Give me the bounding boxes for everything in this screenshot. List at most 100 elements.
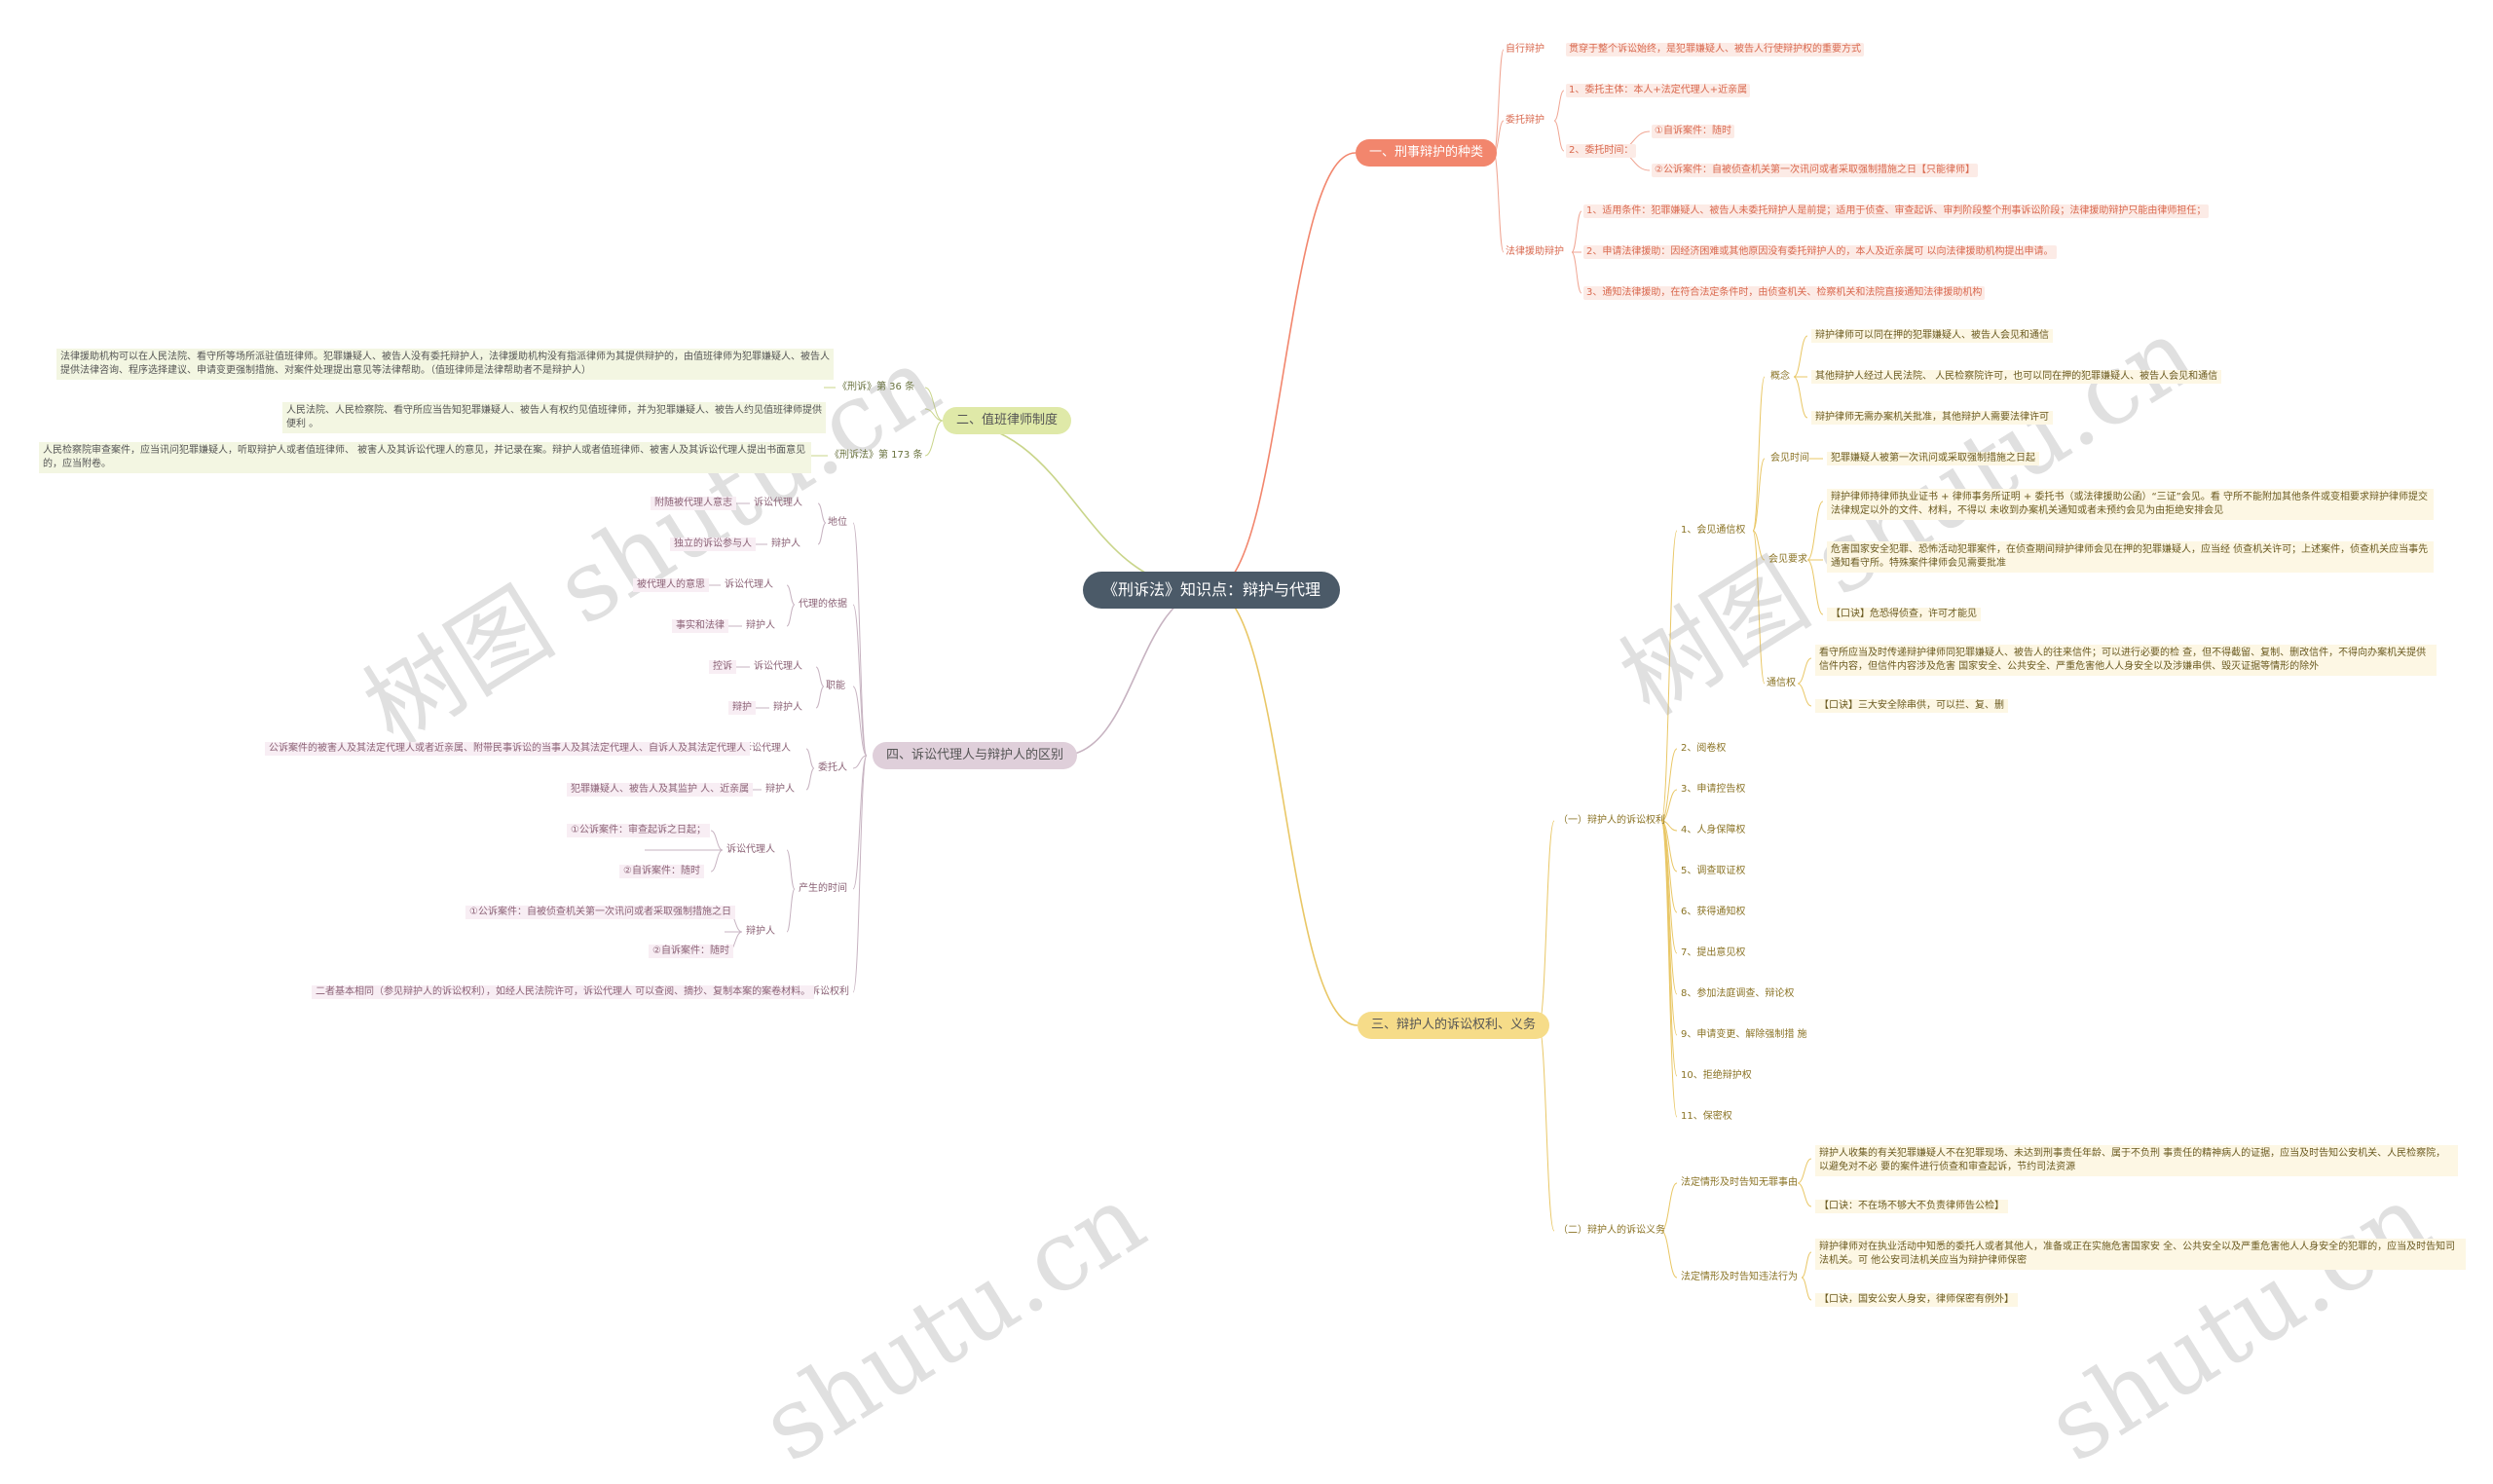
node-basis-defender[interactable]: 辩护人	[746, 620, 775, 631]
node-meeting-requirements[interactable]: 会见要求	[1768, 554, 1807, 565]
connector	[1660, 820, 1678, 832]
connector	[817, 522, 827, 545]
node-duty-2[interactable]: 法定情形及时告知违法行为	[1681, 1272, 1798, 1282]
node-position-agent[interactable]: 诉讼代理人	[754, 498, 802, 508]
node-time[interactable]: 产生的时间	[799, 883, 847, 894]
node-function-defender[interactable]: 辩护人	[773, 702, 802, 713]
node-concept-1[interactable]: 辩护律师可以同在押的犯罪嫌疑人、被告人会见和通信	[1811, 329, 2053, 343]
node-right-5[interactable]: 5、调查取证权	[1681, 866, 1746, 876]
node-time-agent-public[interactable]: ①公诉案件：审查起诉之日起；	[567, 824, 710, 837]
branch-defender-rights-duties[interactable]: 三、辩护人的诉讼权利、义务	[1358, 1012, 1550, 1039]
node-client[interactable]: 委托人	[818, 762, 847, 773]
node-litigation-rights[interactable]: 诉讼权利	[810, 986, 849, 997]
node-time-defender[interactable]: 辩护人	[746, 926, 775, 937]
connector	[1538, 820, 1555, 1026]
node-self-defense[interactable]: 自行辩护	[1506, 44, 1544, 55]
node-meeting-req-1[interactable]: 辩护律师持律师执业证书 + 律师事务所证明 + 委托书（或法律援助公函）“三证”…	[1827, 489, 2434, 520]
node-entrusted-defense[interactable]: 委托辩护	[1506, 115, 1544, 126]
node-entrusted-time[interactable]: 2、委托时间：	[1566, 144, 1637, 158]
node-art-173[interactable]: 《刑诉法》第 173 条	[830, 450, 923, 461]
node-entrusted-time-private[interactable]: ①自诉案件：随时	[1652, 125, 1734, 138]
connector	[1797, 657, 1812, 685]
node-duty-2-mnemonic[interactable]: 【口诀，国安公安人身安，律师保密有例外】	[1815, 1293, 2018, 1307]
root-topic[interactable]: 《刑诉法》知识点：辩护与代理	[1083, 572, 1340, 609]
connector	[852, 755, 868, 890]
node-self-defense-desc[interactable]: 贯穿于整个诉讼始终，是犯罪嫌疑人、被告人行使辩护权的重要方式	[1566, 43, 1864, 56]
node-function-agent[interactable]: 诉讼代理人	[754, 661, 802, 672]
node-art-36[interactable]: 《刑诉》第 36 条	[837, 382, 915, 392]
node-client-defender-val[interactable]: 犯罪嫌疑人、被告人及其监护 人、近亲属	[567, 783, 754, 797]
node-meeting-req-3[interactable]: 【口诀】危恐得侦查，许可才能见	[1827, 608, 1981, 621]
node-time-agent[interactable]: 诉讼代理人	[726, 844, 775, 855]
node-duty-1-text[interactable]: 辩护人收集的有关犯罪嫌疑人不在犯罪现场、未达到刑事责任年龄、属于不负刑 事责任的…	[1815, 1145, 2458, 1176]
connector	[852, 604, 868, 757]
connector	[924, 387, 944, 422]
connector	[1210, 589, 1358, 1026]
node-duty-lawyer-notice[interactable]: 人民法院、人民检察院、看守所应当告知犯罪嫌疑人、被告人有权约见值班律师，并为犯罪…	[282, 402, 826, 433]
node-duties[interactable]: （二）辩护人的诉讼义务	[1558, 1225, 1665, 1236]
connector	[786, 888, 796, 933]
node-concept-2[interactable]: 其他辩护人经过人民法院、 人民检察院许可，也可以同在押的犯罪嫌疑人、被告人会见和…	[1811, 370, 2222, 384]
node-art-36-text[interactable]: 法律援助机构可以在人民法院、看守所等场所派驻值班律师。犯罪嫌疑人、被告人没有委托…	[56, 349, 834, 380]
node-duty-1[interactable]: 法定情形及时告知无罪事由	[1681, 1177, 1798, 1188]
node-right-10[interactable]: 10、拒绝辩护权	[1681, 1070, 1752, 1081]
node-right-3[interactable]: 3、申请控告权	[1681, 784, 1746, 795]
node-duty-2-text[interactable]: 辩护律师对在执业活动中知悉的委托人或者其他人，准备或正在实施危害国家安 全、公共…	[1815, 1239, 2466, 1270]
connector	[786, 584, 796, 606]
node-basis[interactable]: 代理的依据	[799, 599, 847, 610]
node-time-defender-private[interactable]: ②自诉案件：随时	[649, 945, 733, 958]
node-meeting-req-2[interactable]: 危害国家安全犯罪、恐怖活动犯罪案件，在侦查期间辩护律师会见在押的犯罪嫌疑人，应当…	[1827, 541, 2434, 573]
node-communication-2[interactable]: 【口诀】三大安全除串供，可以拦、复、删	[1815, 699, 2008, 713]
node-entrusted-time-public[interactable]: ②公诉案件：自被侦查机关第一次讯问或者采取强制措施之日【只能律师】	[1652, 164, 1978, 177]
node-art-173-text[interactable]: 人民检察院审查案件，应当讯问犯罪嫌疑人，听取辩护人或者值班律师、 被害人及其诉讼…	[39, 442, 811, 473]
node-right-9[interactable]: 9、申请变更、解除强制措 施	[1681, 1029, 1807, 1040]
node-right-2[interactable]: 2、阅卷权	[1681, 743, 1727, 754]
node-function[interactable]: 职能	[826, 681, 845, 691]
node-communication[interactable]: 通信权	[1767, 678, 1796, 688]
branch-duty-lawyer[interactable]: 二、值班律师制度	[943, 407, 1072, 434]
connector	[805, 767, 815, 791]
node-position-agent-val[interactable]: 附随被代理人意志	[651, 497, 736, 510]
node-right-11[interactable]: 11、保密权	[1681, 1111, 1732, 1122]
node-legal-aid-2[interactable]: 2、申请法律援助：因经济困难或其他原因没有委托辩护人的，本人及近亲属可 以向法律…	[1583, 245, 2057, 259]
node-client-defender[interactable]: 辩护人	[765, 784, 795, 795]
node-rights[interactable]: （一）辩护人的诉讼权利	[1558, 815, 1665, 826]
connector	[815, 686, 825, 709]
branch-agent-vs-defender[interactable]: 四、诉讼代理人与辩护人的区别	[873, 742, 1078, 769]
node-right-8[interactable]: 8、参加法庭调查、辩论权	[1681, 988, 1795, 999]
node-legal-aid[interactable]: 法律援助辩护	[1506, 246, 1564, 257]
node-function-defender-val[interactable]: 辩护	[728, 701, 756, 715]
node-duty-1-mnemonic[interactable]: 【口诀：不在场不够大不负责律师告公检】	[1815, 1200, 2008, 1213]
node-right-4[interactable]: 4、人身保障权	[1681, 825, 1746, 835]
node-entrusted-subject[interactable]: 1、委托主体：本人+法定代理人+近亲属	[1566, 84, 1751, 97]
node-time-defender-public[interactable]: ①公诉案件：自被侦查机关第一次讯问或者采取强制措施之日	[465, 906, 735, 919]
node-legal-aid-1[interactable]: 1、适用条件：犯罪嫌疑人、被告人未委托辩护人是前提；适用于侦查、审查起诉、审判阶…	[1583, 204, 2210, 218]
connector	[1493, 152, 1505, 253]
node-litigation-rights-val[interactable]: 二者基本相同（参见辩护人的诉讼权利），如经人民法院许可，诉讼代理人 可以查阅、摘…	[312, 985, 815, 999]
node-time-agent-private[interactable]: ②自诉案件：随时	[619, 865, 704, 878]
node-client-agent-val[interactable]: 公诉案件的被害人及其法定代理人或者近亲属、附带民事诉讼的当事人及其法定代理人、自…	[265, 742, 750, 756]
connector	[1660, 1230, 1678, 1279]
connector	[924, 420, 944, 457]
node-function-agent-val[interactable]: 控诉	[709, 660, 736, 674]
connector	[815, 666, 825, 687]
node-right-6[interactable]: 6、获得通知权	[1681, 907, 1746, 917]
node-meeting-time-1[interactable]: 犯罪嫌疑人被第一次讯问或采取强制措施之日起	[1827, 452, 2039, 465]
node-basis-agent-val[interactable]: 被代理人的意思	[633, 578, 709, 592]
node-position[interactable]: 地位	[828, 517, 847, 528]
node-basis-defender-val[interactable]: 事实和法律	[672, 619, 728, 633]
connector	[852, 755, 868, 769]
node-right-7[interactable]: 7、提出意见权	[1681, 947, 1746, 958]
node-client-agent[interactable]: 诉讼代理人	[742, 743, 791, 754]
node-meeting-right[interactable]: 1、会见通信权	[1681, 525, 1746, 536]
node-position-defender-val[interactable]: 独立的诉讼参与人	[670, 538, 756, 551]
node-concept[interactable]: 概念	[1770, 371, 1790, 382]
node-legal-aid-3[interactable]: 3、通知法律援助，在符合法定条件时，由侦查机关、检察机关和法院直接通知法律援助机…	[1583, 286, 1986, 300]
branch-defense-types[interactable]: 一、刑事辩护的种类	[1356, 139, 1498, 167]
node-position-defender[interactable]: 辩护人	[771, 538, 800, 549]
node-basis-agent[interactable]: 诉讼代理人	[725, 579, 773, 590]
node-communication-1[interactable]: 看守所应当及时传递辩护律师同犯罪嫌疑人、被告人的往来信件；可以进行必要的检 查，…	[1815, 645, 2437, 676]
node-meeting-time[interactable]: 会见时间	[1770, 453, 1809, 464]
connector	[1571, 251, 1582, 294]
node-concept-3[interactable]: 辩护律师无需办案机关批准，其他辩护人需要法律许可	[1811, 411, 2053, 425]
